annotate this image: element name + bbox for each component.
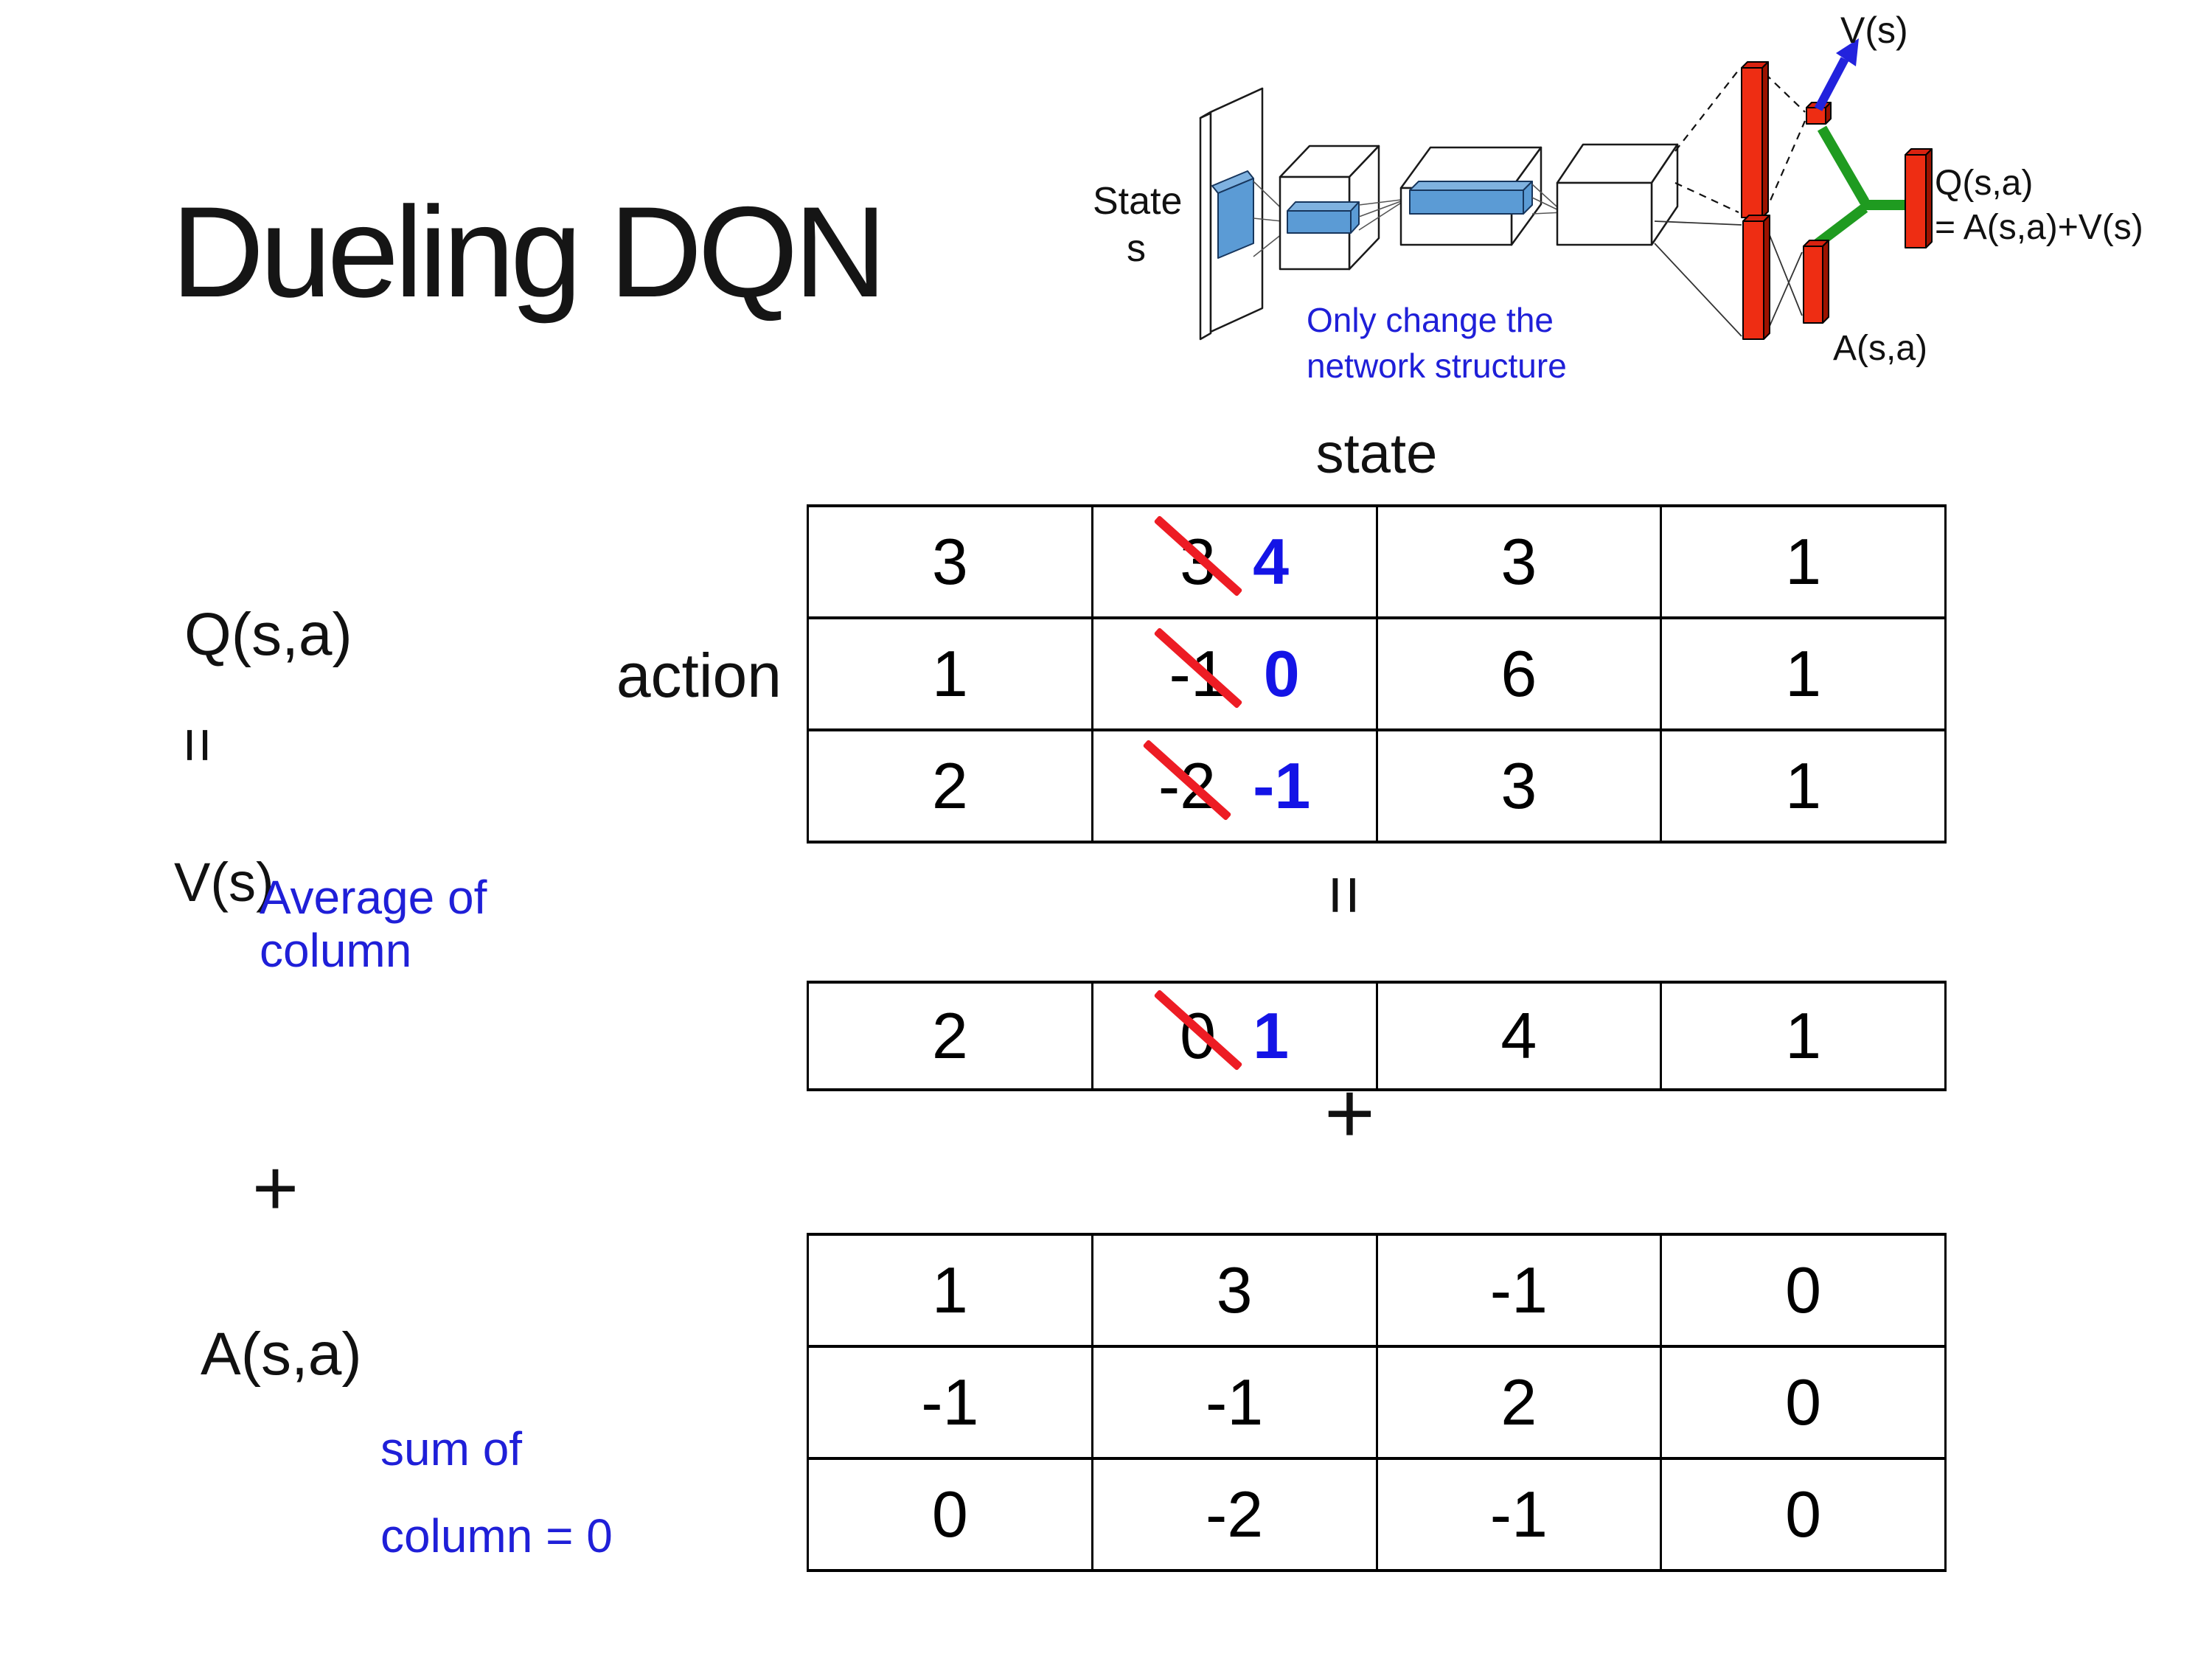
q-cell: 3	[807, 504, 1093, 619]
diagram-note-line1: Only change the	[1307, 301, 1554, 339]
v-cell-revised: 0 1	[1091, 981, 1378, 1091]
equals-sign-mid: =	[1306, 874, 1384, 916]
v-cell: 4	[1375, 981, 1663, 1091]
a-table-row: -1 -1 2 0	[807, 1345, 1947, 1460]
new-value: 0	[1263, 637, 1300, 710]
a-cell: 0	[1660, 1345, 1947, 1460]
a-cell: 0	[1660, 1457, 1947, 1572]
a-cell: -1	[1375, 1457, 1663, 1572]
plus-sign-left: +	[252, 1143, 299, 1232]
equals-sign-left: =	[164, 726, 234, 764]
diagram-qsa-label: Q(s,a)	[1935, 164, 2033, 203]
v-cell: 1	[1660, 981, 1947, 1091]
v-row-table: 2 0 1 4 1	[807, 981, 1947, 1091]
a-cell: 1	[807, 1233, 1093, 1348]
q-cell: 3	[1375, 728, 1663, 844]
q-table: 3 3 4 3 1 1 -1 0 6	[807, 504, 1947, 844]
average-note-line1: Average of	[260, 871, 487, 924]
q-cell-revised: 3 4	[1091, 504, 1378, 619]
v-arrow	[1814, 38, 1859, 111]
fc-bar-value	[1741, 61, 1769, 218]
q-table-row: 3 3 4 3 1	[807, 504, 1947, 619]
a-cell: -1	[1375, 1233, 1663, 1348]
diagram-note-line2: network structure	[1307, 347, 1567, 385]
a-cell: -1	[807, 1345, 1093, 1460]
a-cell: 2	[1375, 1345, 1663, 1460]
a-term-label: A(s,a)	[201, 1321, 362, 1388]
page-title: Dueling DQN	[171, 181, 887, 324]
a-cell: -1	[1091, 1345, 1378, 1460]
diagram-state-label: State	[1093, 180, 1182, 223]
diagram-qsa-formula: = A(s,a)+V(s)	[1935, 208, 2143, 247]
q-cell: 1	[807, 616, 1093, 731]
action-axis-label: action	[616, 641, 782, 710]
solid-connections	[1654, 220, 1803, 337]
v-cell: 2	[807, 981, 1093, 1091]
a-table-row: 0 -2 -1 0	[807, 1457, 1947, 1572]
sum-note-line1: sum of	[380, 1422, 523, 1475]
new-value: -1	[1253, 749, 1311, 822]
q-cell: 6	[1375, 616, 1663, 731]
a-table: 1 3 -1 0 -1 -1 2 0 0 -2 -1 0	[807, 1233, 1947, 1572]
q-output-bar	[1905, 148, 1933, 248]
q-cell: 2	[807, 728, 1093, 844]
a-table-row: 1 3 -1 0	[807, 1233, 1947, 1348]
sum-note-line2: column = 0	[380, 1509, 613, 1562]
q-term-label: Q(s,a)	[184, 601, 352, 668]
q-cell: 1	[1660, 728, 1947, 844]
feature-bar-1	[1287, 201, 1360, 234]
a-cell: 3	[1091, 1233, 1378, 1348]
a-output-bar	[1803, 240, 1829, 324]
conv-fan-lines-2	[1358, 198, 1408, 231]
q-cell: 3	[1375, 504, 1663, 619]
v-output-node	[1806, 102, 1832, 125]
v-row: 2 0 1 4 1	[807, 981, 1947, 1091]
feature-bar-2	[1409, 181, 1533, 215]
average-note-line2: column	[260, 924, 412, 977]
q-table-row: 2 -2 -1 3 1	[807, 728, 1947, 844]
fc-bar-advantage	[1742, 215, 1770, 340]
conv-box-1	[1279, 145, 1380, 271]
new-value: 1	[1253, 999, 1290, 1072]
q-cell: 1	[1660, 616, 1947, 731]
conv-patch-shape	[1211, 170, 1254, 259]
v-term-label: V(s)	[174, 852, 274, 913]
state-axis-label: state	[1315, 422, 1438, 485]
combine-y-connector	[1812, 125, 1907, 249]
a-cell: 0	[1660, 1233, 1947, 1348]
new-value: 4	[1253, 525, 1290, 598]
dashed-connections	[1674, 69, 1806, 213]
network-diagram: State s V(s) Q(s,a) = A(s,a)+V(s) A(s,a)…	[1093, 10, 2143, 385]
a-cell: 0	[807, 1457, 1093, 1572]
q-cell-revised: -1 0	[1091, 616, 1378, 731]
q-cell-revised: -2 -1	[1091, 728, 1378, 844]
q-table-row: 1 -1 0 6 1	[807, 616, 1947, 731]
diagram-asa-label: A(s,a)	[1833, 329, 1927, 368]
diagram-vs-label: V(s)	[1840, 10, 1908, 51]
a-cell: -2	[1091, 1457, 1378, 1572]
diagram-state-s-label: s	[1127, 227, 1146, 270]
conv-box-3	[1556, 143, 1679, 246]
q-cell: 1	[1660, 504, 1947, 619]
